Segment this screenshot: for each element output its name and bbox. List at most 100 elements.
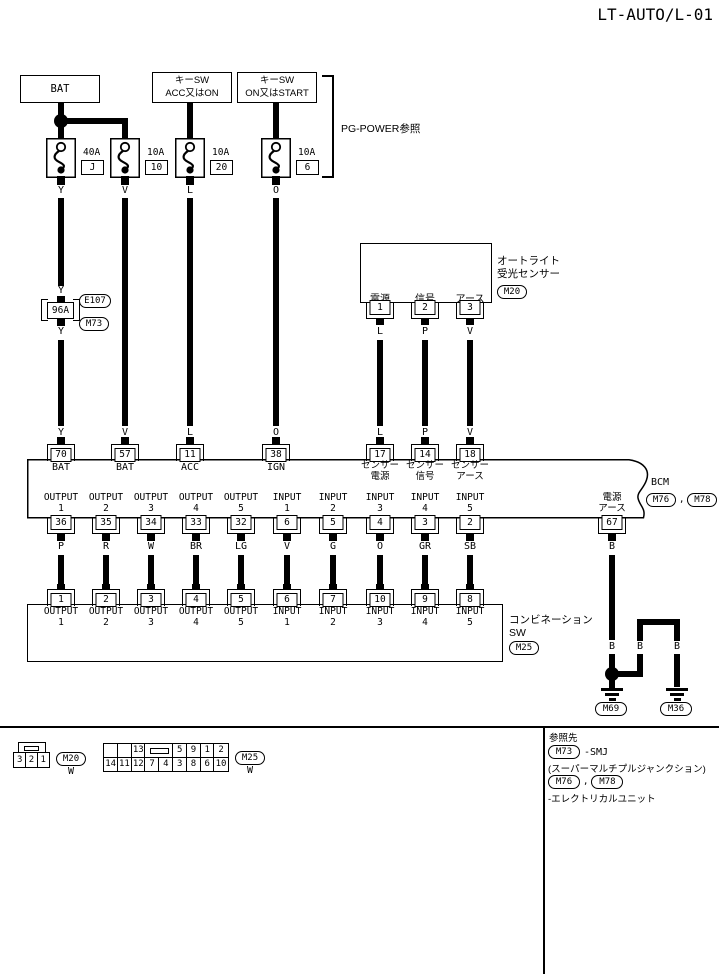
terminal: 4 <box>182 588 210 607</box>
bracket <box>322 176 332 178</box>
wire <box>103 555 109 585</box>
fuse-slot: 20 <box>210 160 233 175</box>
bat-box: BAT <box>20 75 100 103</box>
smj-flange <box>73 299 80 321</box>
terminal: 11 <box>176 443 204 462</box>
combo-pin-function: OUTPUT 5 <box>223 606 259 629</box>
terminal: 70 <box>47 443 75 462</box>
reference-text: -SMJ <box>584 746 609 758</box>
connector-ref: M76 <box>646 493 676 507</box>
terminal: 32 <box>227 515 255 534</box>
pin-number: 4 <box>369 515 391 530</box>
pin-number: 38 <box>265 447 287 462</box>
connector-ref: M73 <box>79 317 109 331</box>
pin-number: 67 <box>601 515 623 530</box>
pin-number: 6 <box>276 592 298 607</box>
wire <box>186 437 194 445</box>
connector-face-slot <box>149 748 169 754</box>
terminal: 9 <box>411 588 439 607</box>
connector-ref: M25 <box>509 641 539 655</box>
wire <box>609 654 615 668</box>
bcm-pin-function: センサー 信号 <box>405 460 445 483</box>
wire-color-label: O <box>376 541 384 552</box>
connector-ref: M78 <box>687 493 718 507</box>
wire <box>102 534 110 541</box>
wire <box>147 534 155 541</box>
fusible-link-icon <box>110 138 140 178</box>
pin-number: 70 <box>50 447 72 462</box>
wire-color-label: BR <box>189 541 203 552</box>
bracket <box>322 75 332 77</box>
pin-number: 3 <box>414 515 436 530</box>
wire-color-label: B <box>673 641 681 652</box>
combination-sw-box <box>27 604 503 662</box>
wire <box>330 555 336 585</box>
terminal: 5 <box>319 515 347 534</box>
fuse-rating: 10A <box>298 147 316 158</box>
wire <box>273 198 279 426</box>
bcm-pin-function: ACC <box>180 462 200 473</box>
terminal: 3 <box>137 588 165 607</box>
wire <box>329 584 337 590</box>
fuse-slot: 6 <box>296 160 319 175</box>
wire-color-label: O <box>272 427 280 438</box>
reference-heading: 参照先 <box>549 733 578 744</box>
wire-color-label: LG <box>234 541 248 552</box>
wire <box>376 437 384 445</box>
bracket <box>332 75 334 178</box>
wire <box>122 198 128 426</box>
connector-color: W <box>246 765 254 776</box>
pin-number: 3 <box>140 592 162 607</box>
connector-face-cell: 7 <box>144 756 160 772</box>
pin-number: 10 <box>369 592 391 607</box>
terminal: 5 <box>227 588 255 607</box>
pin-number: 6 <box>276 515 298 530</box>
terminal: 18 <box>456 443 484 462</box>
wire-color-label: P <box>421 326 429 337</box>
bcm-pin-function: BAT <box>51 462 71 473</box>
wire-color-label: Y <box>57 326 65 337</box>
wire <box>57 437 65 445</box>
wire <box>609 555 615 640</box>
bcm-pin-function: INPUT 3 <box>365 492 395 515</box>
connector-face-cell: 10 <box>213 756 229 772</box>
wire <box>674 625 680 641</box>
wire <box>377 340 383 426</box>
wire <box>272 437 280 445</box>
wire-color-label: Y <box>57 285 65 296</box>
bcm-pin-function: INPUT 1 <box>272 492 302 515</box>
wire <box>57 319 65 326</box>
pin-number: 35 <box>95 515 117 530</box>
wire-color-label: Y <box>57 427 65 438</box>
reference-text: (スーパーマルチプルジャンクション) <box>548 764 706 775</box>
smj-flange <box>41 299 48 321</box>
pin-number: 33 <box>185 515 207 530</box>
wire-color-label: Y <box>57 185 65 196</box>
wire-color-label: V <box>466 326 474 337</box>
wire <box>466 318 474 325</box>
connector-face-slot <box>24 745 39 751</box>
wire <box>238 555 244 585</box>
fuse-rating: 10A <box>147 147 165 158</box>
wire <box>148 555 154 585</box>
combo-name: コンビネーション SW <box>509 614 593 639</box>
sensor-pin-label: 電源 <box>370 290 390 305</box>
wire <box>147 584 155 590</box>
pin-number: 11 <box>179 447 201 462</box>
wire-color-label: L <box>376 326 384 337</box>
combo-pin-function: OUTPUT 1 <box>43 606 79 629</box>
wire <box>237 584 245 590</box>
wire <box>121 437 129 445</box>
bcm-pin-function: INPUT 5 <box>455 492 485 515</box>
combo-pin-function: OUTPUT 2 <box>88 606 124 629</box>
bcm-pin-function: OUTPUT 5 <box>223 492 259 515</box>
fuse-slot: 10 <box>145 160 168 175</box>
terminal: 33 <box>182 515 210 534</box>
wire <box>57 176 65 185</box>
combo-pin-function: INPUT 3 <box>365 606 395 629</box>
fuse-slot: J <box>81 160 104 175</box>
wire <box>187 198 193 426</box>
wire <box>611 671 643 677</box>
wire <box>192 534 200 541</box>
